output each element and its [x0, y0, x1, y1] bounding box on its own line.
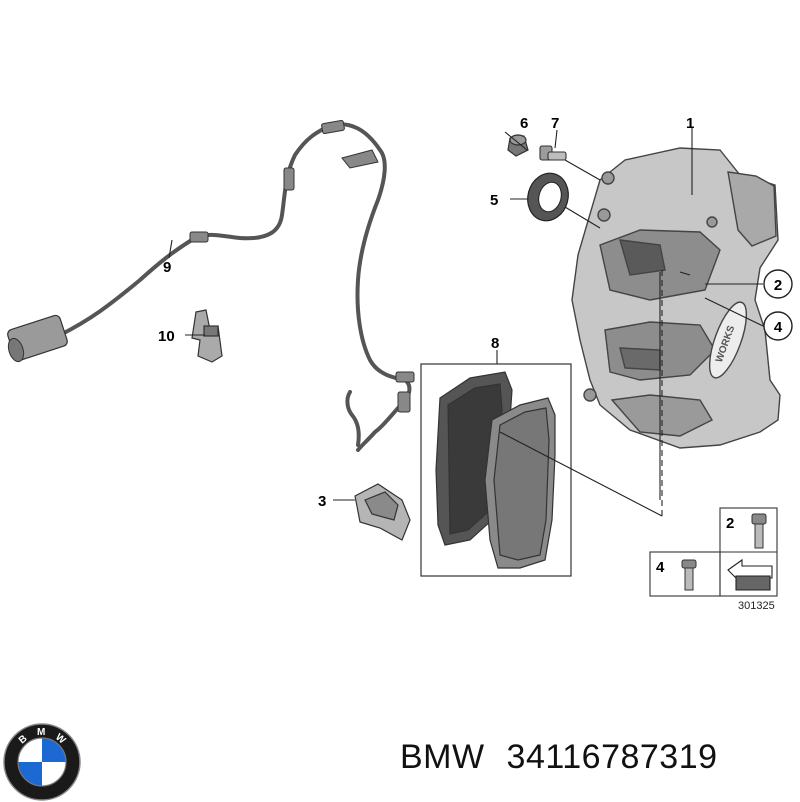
callout-2: 2 — [774, 277, 782, 294]
sensor-plug-left — [7, 314, 68, 363]
callout-5: 5 — [490, 192, 498, 209]
screw-legend-table — [649, 507, 778, 597]
callout-3: 3 — [318, 493, 326, 510]
callout-1: 1 — [686, 115, 694, 132]
seal-ring — [527, 172, 569, 222]
part-number: 34116787319 — [506, 738, 718, 776]
legend-callout-4: 4 — [656, 559, 665, 576]
logo-letter-m: M — [37, 727, 45, 738]
callout-9: 9 — [163, 259, 171, 276]
callout-4-circle — [763, 311, 793, 341]
brand-name: BMW — [400, 738, 485, 776]
callout-4: 4 — [774, 319, 783, 336]
bmw-logo: B M W — [3, 723, 81, 801]
callout-2-circle — [763, 269, 793, 299]
legend-callout-2: 2 — [726, 515, 734, 532]
brake-pads-frame — [420, 363, 572, 577]
callout-7: 7 — [551, 115, 559, 132]
brand-part-number: BMW 34116787319 — [400, 738, 790, 786]
brake-wear-sensor-cable — [58, 122, 412, 452]
screw-2-icon — [751, 513, 767, 549]
reference-code: 301325 — [738, 600, 775, 612]
callout-10: 10 — [158, 328, 175, 345]
bleeder-valve — [539, 145, 567, 161]
direction-arrow-icon — [727, 558, 773, 591]
sensor-cable-clips — [189, 119, 415, 413]
callout-6: 6 — [520, 115, 528, 132]
anti-rattle-spring-clip — [354, 483, 411, 541]
leader-lines — [168, 127, 764, 520]
sensor-holder-bracket — [191, 309, 223, 363]
screw-4-icon — [681, 559, 697, 591]
brake-pad-front — [484, 397, 556, 569]
callout-8: 8 — [491, 335, 499, 352]
brake-caliper — [571, 147, 781, 449]
bleeder-cap — [507, 134, 529, 157]
